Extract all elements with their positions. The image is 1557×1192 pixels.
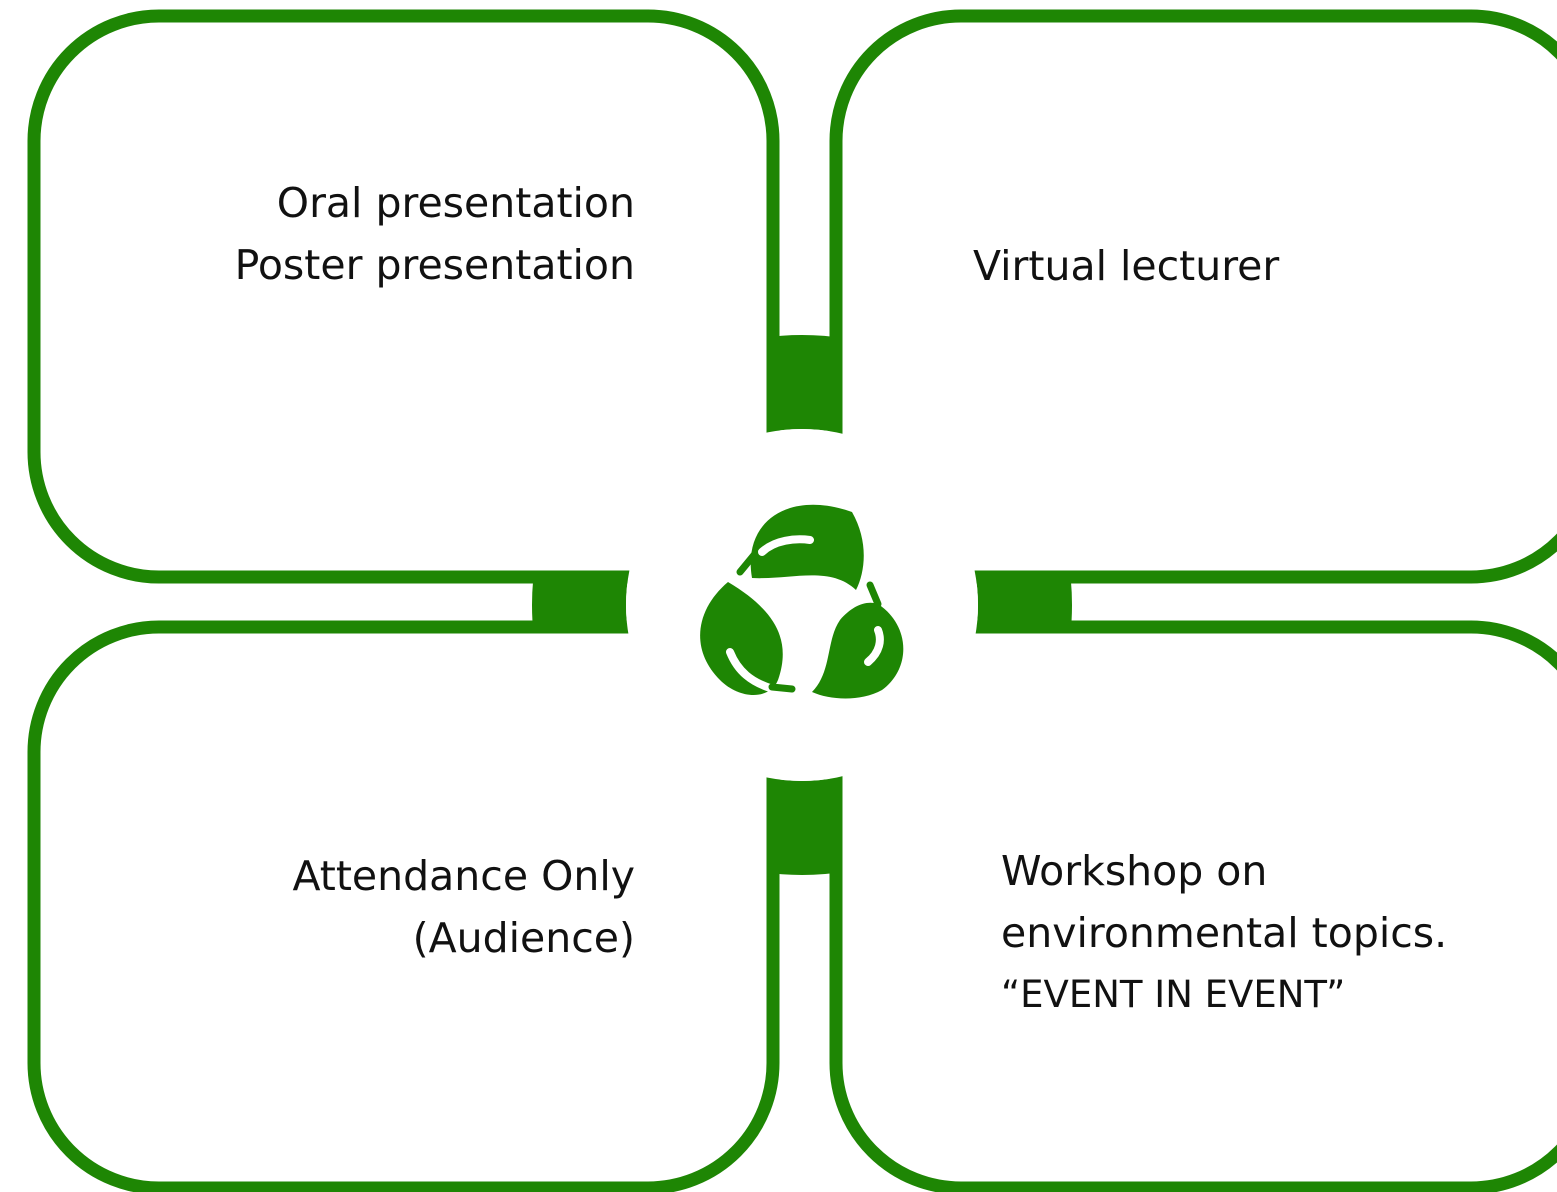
card-bottom-right: [829, 620, 1557, 1192]
card-top-right: [829, 9, 1557, 584]
card-bottom-right-line-1: Workshop on: [1001, 847, 1268, 895]
card-bottom-right-line-3: “EVENT IN EVENT”: [1001, 973, 1346, 1016]
card-top-left-line-2: Poster presentation: [234, 241, 635, 289]
center-ring: [532, 335, 1072, 875]
center-disk: [626, 429, 978, 781]
card-top-left-text: Oral presentation Poster presentation: [235, 172, 635, 296]
card-top-right-text: Virtual lecturer: [973, 235, 1279, 297]
card-bottom-right-line-2: environmental topics.: [1001, 909, 1448, 957]
card-bottom-left: [27, 620, 780, 1192]
card-bottom-left-line-2: (Audience): [412, 914, 635, 962]
card-bottom-right-text: Workshop on environmental topics. “EVENT…: [1001, 840, 1447, 1026]
recycle-leaves-icon: [700, 504, 904, 699]
card-bottom-left-line-1: Attendance Only: [292, 852, 635, 900]
card-top-left: [27, 9, 780, 584]
card-top-left-line-1: Oral presentation: [276, 179, 635, 227]
card-bottom-left-text: Attendance Only (Audience): [292, 845, 635, 969]
card-top-right-line-1: Virtual lecturer: [973, 242, 1280, 290]
